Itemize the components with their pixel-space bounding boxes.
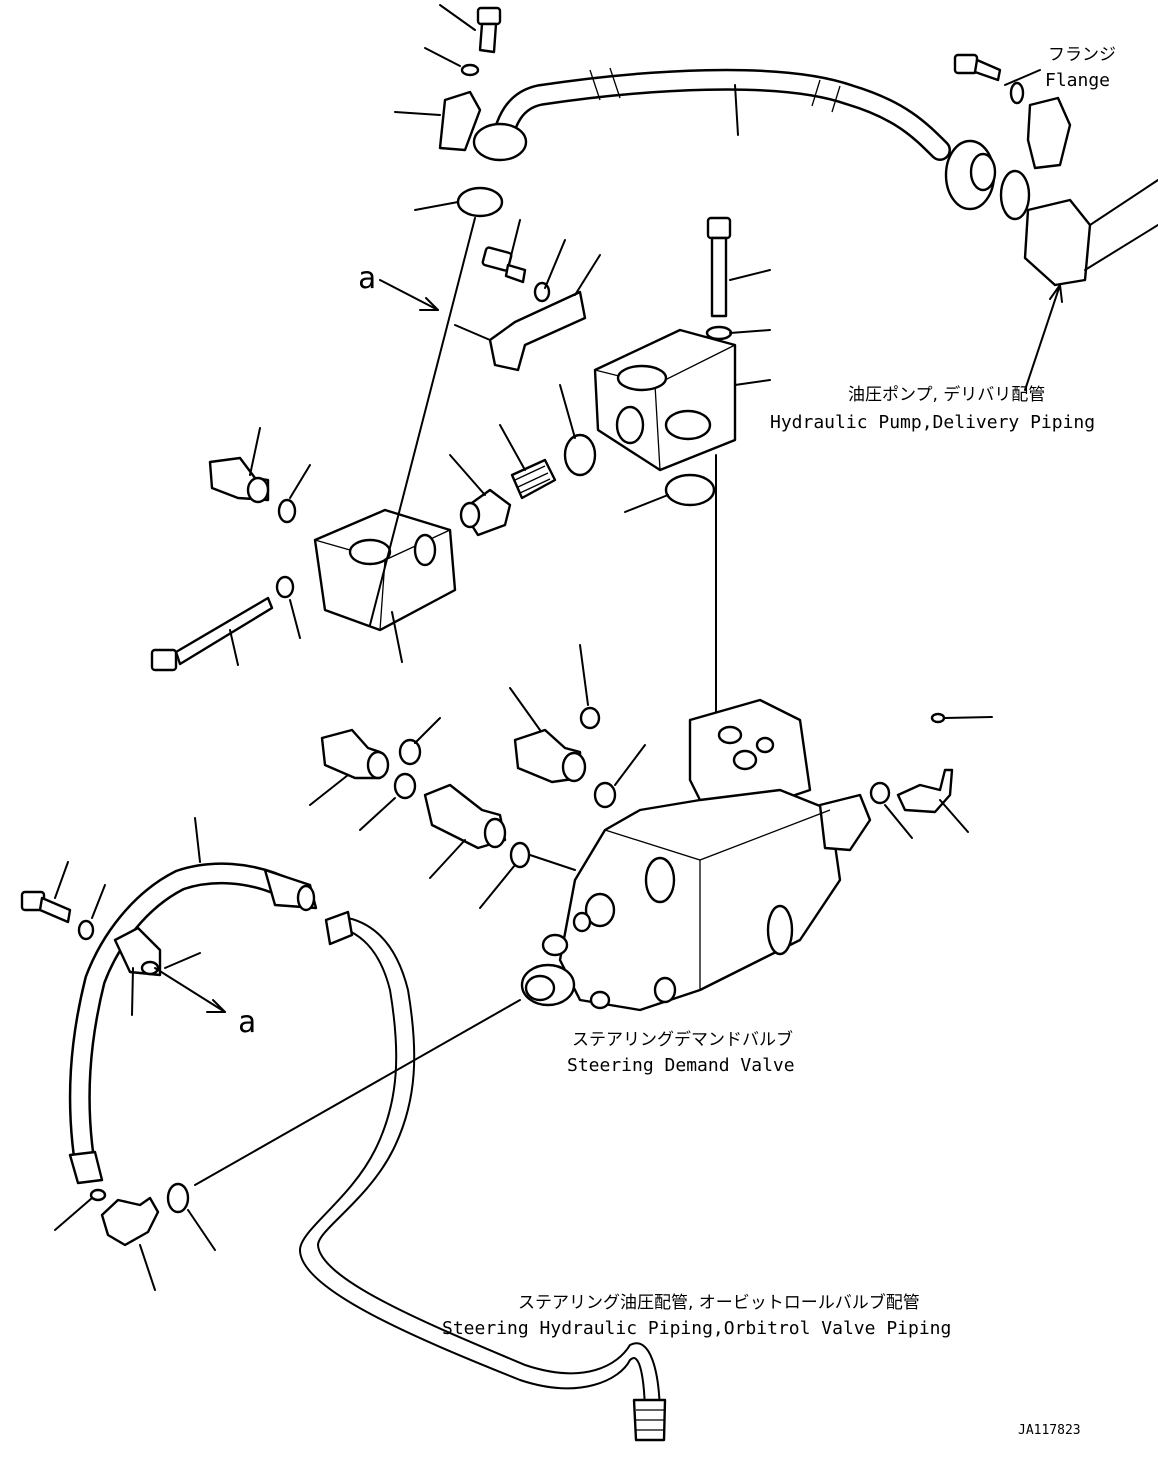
pump-piping-label-en: Hydraulic Pump,Delivery Piping — [770, 412, 1095, 433]
flange-bolt-top — [394, 4, 502, 152]
upper-oring-bracket — [414, 186, 601, 372]
steering-piping-label-en: Steering Hydraulic Piping,Orbitrol Valve… — [442, 1318, 951, 1339]
drawing-code: JA117823 — [1018, 1423, 1081, 1438]
demand-valve-label-jp: ステアリングデマンドバルブ — [572, 1029, 793, 1050]
steering-piping-label-jp: ステアリング油圧配管, オービットロールバルブ配管 — [518, 1292, 920, 1313]
relief-poppet-spring — [449, 384, 717, 811]
lower-fitting — [54, 1182, 216, 1291]
left-valve-block — [150, 217, 476, 672]
orbitrol-hose — [20, 817, 318, 1185]
steering-demand-valve — [194, 698, 872, 1186]
flange-label-jp: フランジ — [1048, 45, 1116, 65]
view-arrow-top — [379, 279, 439, 311]
pump-piping-label-jp: 油圧ポンプ, デリバリ配管 — [848, 384, 1045, 405]
flange-assembly — [953, 53, 1158, 391]
demand-valve-label-en: Steering Demand Valve — [567, 1055, 795, 1076]
steering-tube — [299, 910, 667, 1442]
flange-label-en: Flange — [1045, 70, 1110, 91]
pressure-switches — [309, 644, 993, 909]
valve-block-top — [593, 216, 771, 472]
view-marker-a-top: a — [358, 261, 376, 296]
view-marker-a-bottom: a — [238, 1005, 256, 1040]
delivery-hose — [472, 67, 997, 211]
